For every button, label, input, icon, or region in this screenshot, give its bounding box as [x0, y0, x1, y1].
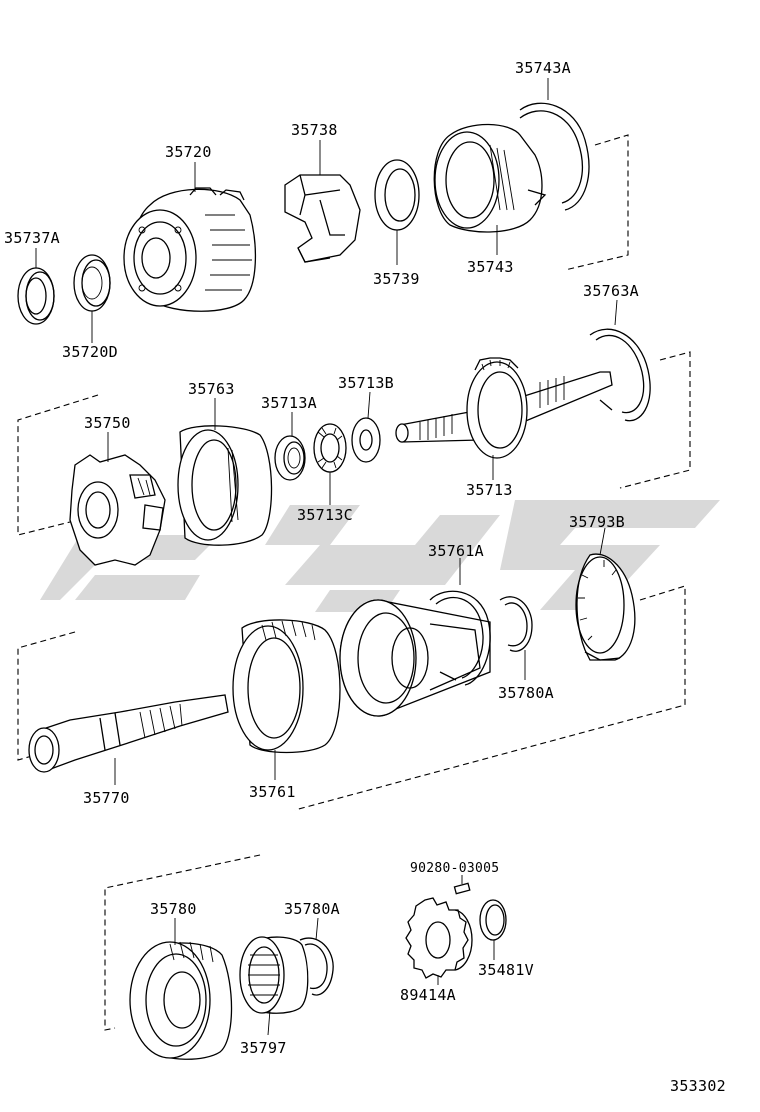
label-35761: 35761 [249, 783, 296, 801]
label-35713C: 35713C [297, 506, 353, 524]
part-35770-output-shaft [28, 694, 229, 773]
label-35780A-lower: 35780A [284, 900, 340, 918]
label-35763A: 35763A [583, 282, 639, 300]
label-35780A-upper: 35780A [498, 684, 554, 702]
part-35720-clutch-drum [123, 187, 257, 312]
label-35743A: 35743A [515, 59, 571, 77]
label-35750: 35750 [84, 414, 131, 432]
part-35713B-thrust-washer [351, 417, 381, 463]
label-35720: 35720 [165, 143, 212, 161]
part-35750-planetary-carrier [69, 454, 166, 566]
part-35713C-thrust-bearing [313, 423, 347, 473]
label-35763: 35763 [188, 380, 235, 398]
part-35713-sun-gear-shaft [395, 357, 613, 459]
part-35793B-clutch-drum [575, 553, 636, 661]
label-35797: 35797 [240, 1039, 287, 1057]
part-35780A-snap-ring-lower [299, 937, 334, 996]
part-35743A-snap-ring [519, 102, 590, 211]
label-35761A: 35761A [428, 542, 484, 560]
label-35713: 35713 [466, 481, 513, 499]
label-89414A: 89414A [400, 986, 456, 1004]
part-35761A-snap-ring [429, 590, 491, 686]
part-35481V-snap-ring [479, 899, 507, 941]
part-90280-03005-key [453, 882, 471, 895]
label-35737A: 35737A [4, 229, 60, 247]
part-35797-needle-bearing [239, 936, 309, 1014]
label-35739: 35739 [373, 270, 420, 288]
label-35481V: 35481V [478, 961, 534, 979]
part-35761-ring-gear [232, 619, 341, 754]
label-35770: 35770 [83, 789, 130, 807]
part-35763-ring-gear [177, 425, 273, 546]
label-35780: 35780 [150, 900, 197, 918]
label-35743: 35743 [467, 258, 514, 276]
part-35713A-thrust-washer [274, 435, 306, 481]
part-35738-hub [284, 174, 361, 263]
part-89414A-sensor-rotor [405, 897, 473, 979]
part-35737A-seal-ring [17, 267, 55, 325]
part-35739-thrust-washer [374, 159, 420, 231]
label-35793B: 35793B [569, 513, 625, 531]
part-35780A-snap-ring-upper [499, 596, 533, 652]
part-35780-drum-gear [129, 941, 233, 1060]
part-labels: 35743A 35738 35720 35737A 35739 35743 35… [4, 59, 726, 1095]
part-35720D-thrust-washer [73, 254, 111, 312]
label-35713B: 35713B [338, 374, 394, 392]
label-35713A: 35713A [261, 394, 317, 412]
label-35738: 35738 [291, 121, 338, 139]
diagram-id: 353302 [670, 1077, 726, 1095]
part-35761A-hub-sleeve [339, 599, 491, 717]
part-35743-drum [433, 123, 547, 233]
label-90280-03005: 90280-03005 [410, 861, 499, 876]
label-35720D: 35720D [62, 343, 118, 361]
part-35763A-snap-ring [589, 328, 651, 422]
